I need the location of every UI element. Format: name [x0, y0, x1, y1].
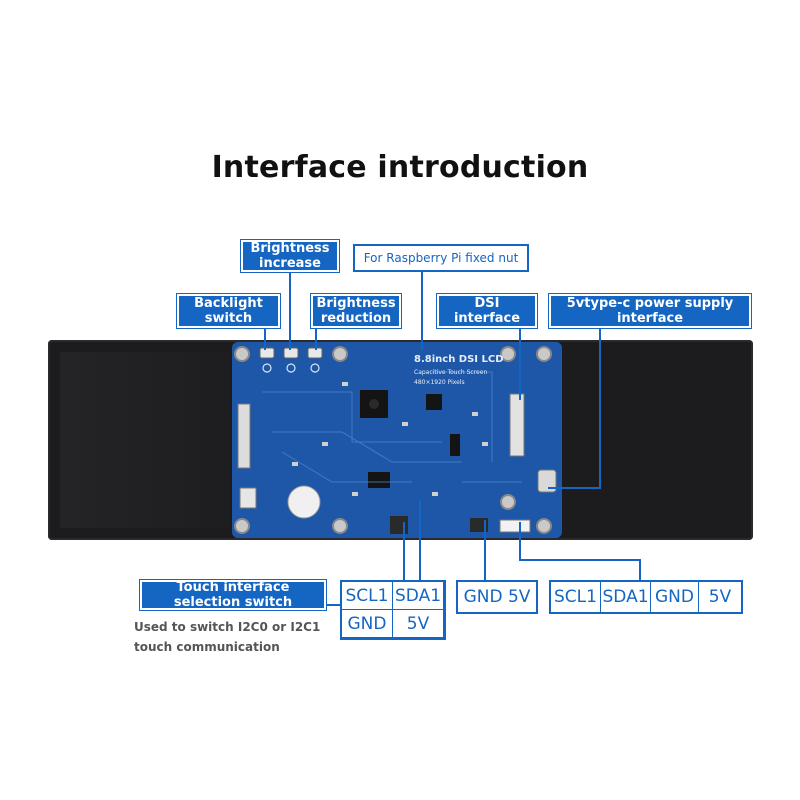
pin-middle-1: GND	[463, 587, 503, 607]
small-connector	[239, 487, 257, 509]
callout-brightness-reduction: Brightness reduction	[311, 294, 401, 328]
pin-left-1: SCL1	[342, 582, 393, 610]
pin-right-1: SCL1	[551, 582, 601, 612]
callout-touch-selection: Touch interface selection switch	[140, 580, 326, 610]
dsi-connector	[509, 393, 525, 457]
pin-middle-2: 5V	[507, 587, 531, 607]
pin-right-2: SDA1	[601, 582, 651, 612]
pcb-board: 8.8inch DSI LCD Capacitive Touch Screen …	[232, 342, 562, 538]
callout-brightness-increase: Brightness increase	[241, 240, 339, 272]
usb-c-port	[537, 469, 557, 493]
pcb-subtitle-text: Capacitive Touch Screen	[414, 369, 487, 376]
leader-right-pins	[519, 522, 641, 580]
callout-raspberry-nut: For Raspberry Pi fixed nut	[353, 244, 529, 272]
mount-hole-br	[500, 494, 516, 510]
pin-middle: GND 5V	[458, 582, 536, 612]
panel-reflection	[60, 352, 230, 528]
pinbox-middle: GND 5V	[456, 580, 538, 614]
pcb-resolution-text: 480×1920 Pixels	[414, 379, 465, 386]
backlight-button	[259, 347, 275, 359]
mount-hole-tr2	[536, 346, 552, 362]
callout-power-supply: 5vtype-c power supply interface	[549, 294, 751, 328]
sun-icon	[286, 363, 296, 373]
pin-header-power	[470, 518, 488, 532]
mount-hole-tr	[500, 346, 516, 362]
chip-small	[426, 394, 442, 410]
mount-hole-tl	[234, 346, 250, 362]
mount-hole-tm	[332, 346, 348, 362]
pin-right-3: GND	[651, 582, 699, 612]
mount-hole-bm	[332, 518, 348, 534]
pinbox-right: SCL1 SDA1 GND 5V	[549, 580, 743, 614]
leader-power	[548, 328, 601, 489]
callout-dsi-interface: DSI interface	[437, 294, 537, 328]
mount-hole-bl	[234, 518, 250, 534]
pin-left-2: SDA1	[393, 582, 444, 610]
page-title: Interface introduction	[211, 150, 589, 185]
moon-icon	[310, 363, 320, 373]
qc-label	[287, 485, 321, 519]
pcb-model-text: 8.8inch DSI LCD	[414, 354, 504, 365]
chip-bottom	[368, 472, 390, 488]
mount-hole-br2	[536, 518, 552, 534]
note-line-1: Used to switch I2C0 or I2C1	[134, 620, 321, 634]
i2c-connector	[499, 519, 531, 533]
callout-backlight-switch: Backlight switch	[177, 294, 280, 328]
pin-left-4: 5V	[393, 610, 444, 638]
pin-left-3: GND	[342, 610, 393, 638]
power-icon	[262, 363, 272, 373]
chip-side	[450, 434, 460, 456]
fpc-connector-left	[237, 403, 251, 469]
pcb-artwork: 8.8inch DSI LCD Capacitive Touch Screen …	[234, 346, 557, 534]
pinbox-left: SCL1 SDA1 GND 5V	[340, 580, 446, 640]
note-line-2: touch communication	[134, 640, 280, 654]
pin-right-4: 5V	[708, 587, 732, 607]
